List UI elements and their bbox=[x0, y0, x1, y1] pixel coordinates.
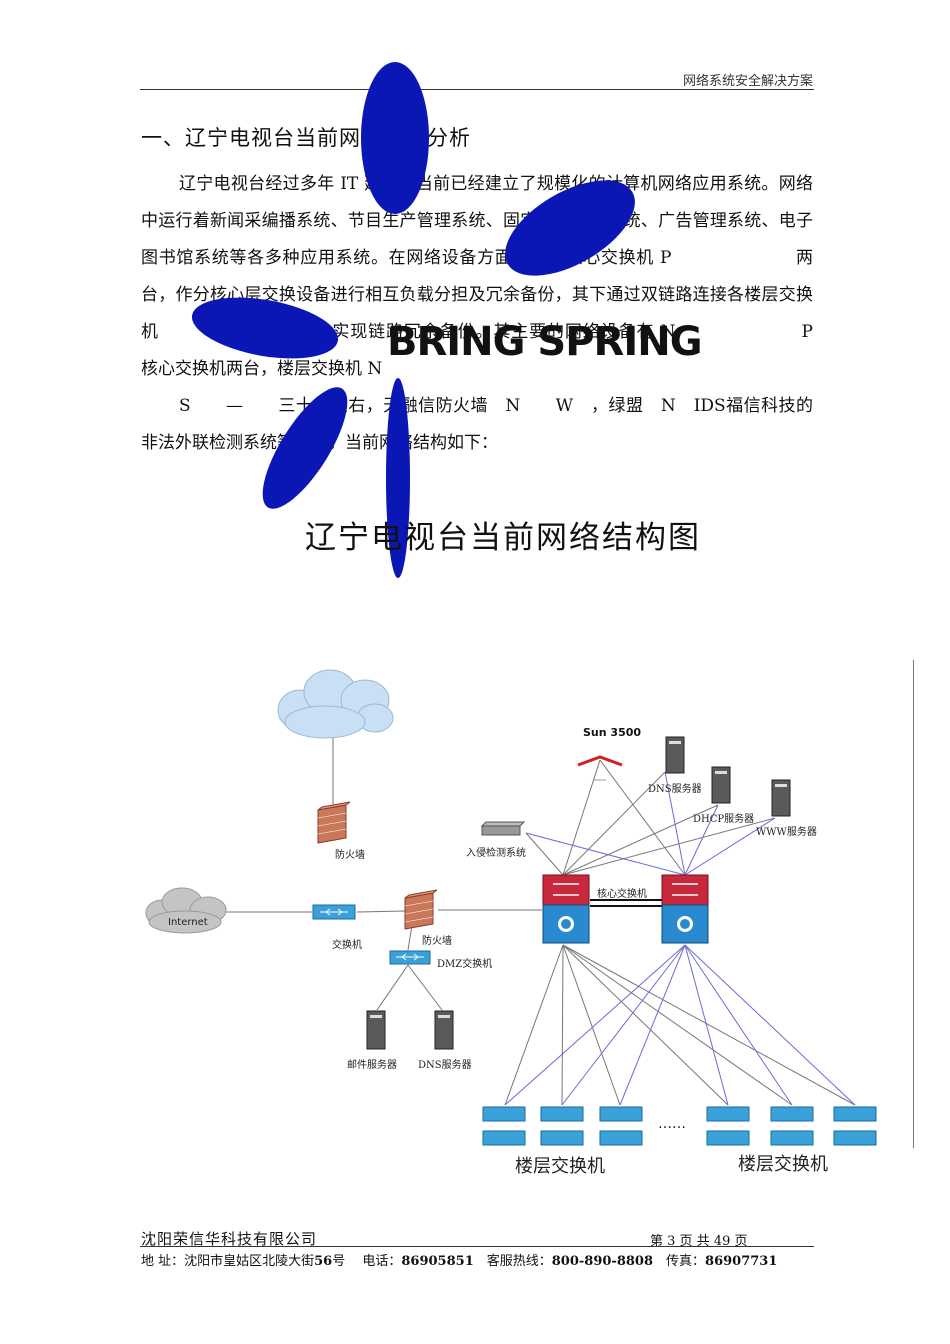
core-switch-left-icon bbox=[542, 874, 590, 944]
firewall-1-label: 防火墙 bbox=[335, 848, 365, 861]
firewall-icon bbox=[404, 889, 438, 930]
footer-address: 地 址：沈阳市皇姑区北陵大街56号 电话：86905851 客服热线：800-8… bbox=[141, 1254, 778, 1269]
logo-petal-left bbox=[191, 297, 339, 359]
floor-switch-label-left: 楼层交换机 bbox=[515, 1156, 605, 1177]
cloud-icon bbox=[277, 669, 394, 739]
dns-server-2-label: DNS服务器 bbox=[418, 1058, 472, 1071]
internet-cloud-icon bbox=[145, 887, 227, 934]
gray-links bbox=[225, 735, 856, 1106]
header-rule bbox=[140, 89, 814, 90]
dmz-label: DMZ交换机 bbox=[437, 957, 492, 970]
mail-server-label: 邮件服务器 bbox=[347, 1058, 397, 1071]
header-doc-title: 网络系统安全解决方案 bbox=[682, 74, 813, 89]
firewall-2-label: 防火墙 bbox=[422, 934, 452, 947]
sun-label: Sun 3500 bbox=[583, 726, 641, 739]
bring-spring-logo: BRING SPRING bbox=[191, 62, 700, 578]
core-switch-label: 核心交换机 bbox=[597, 887, 647, 900]
logo-petals bbox=[191, 62, 635, 578]
logo-petal-lowleft bbox=[262, 387, 348, 509]
diagram-title: 辽宁电视台当前网络结构图 bbox=[305, 520, 701, 556]
logo-text: BRING SPRING bbox=[387, 319, 700, 365]
ids-label: 入侵检测系统 bbox=[466, 846, 526, 859]
floor-switch-group bbox=[482, 1106, 877, 1146]
footer-company: 沈阳荣信华科技有限公司 bbox=[141, 1230, 318, 1248]
logo-petal-top bbox=[361, 62, 429, 214]
ids-device-icon bbox=[480, 821, 526, 836]
switch-label: 交换机 bbox=[332, 938, 362, 951]
sun-icon bbox=[577, 755, 623, 767]
floor-switch-label-right: 楼层交换机 bbox=[738, 1154, 828, 1175]
logo-petal-bottom bbox=[386, 378, 410, 578]
dmz-switch-icon bbox=[389, 950, 431, 965]
core-switch-right-icon bbox=[661, 874, 709, 944]
logo-petal-right bbox=[505, 180, 635, 276]
server-icon bbox=[366, 736, 791, 1050]
dhcp-server-label: DHCP服务器 bbox=[693, 812, 754, 825]
dns-server-1-label: DNS服务器 bbox=[648, 782, 702, 795]
switch-icon bbox=[312, 904, 356, 920]
purple-links bbox=[504, 771, 856, 1106]
ellipsis: …… bbox=[658, 1116, 686, 1132]
footer-page-number: 第 3 页 共 49 页 bbox=[650, 1234, 748, 1249]
network-diagram: Internet 防火墙 防火墙 交换机 DMZ交换机 邮件服务器 DNS服务器… bbox=[145, 669, 877, 1177]
internet-label: Internet bbox=[168, 917, 208, 928]
firewall-icon bbox=[317, 801, 351, 844]
footer-rule bbox=[140, 1246, 814, 1247]
www-server-label: WWW服务器 bbox=[756, 825, 817, 838]
margin-rule bbox=[913, 660, 914, 1148]
